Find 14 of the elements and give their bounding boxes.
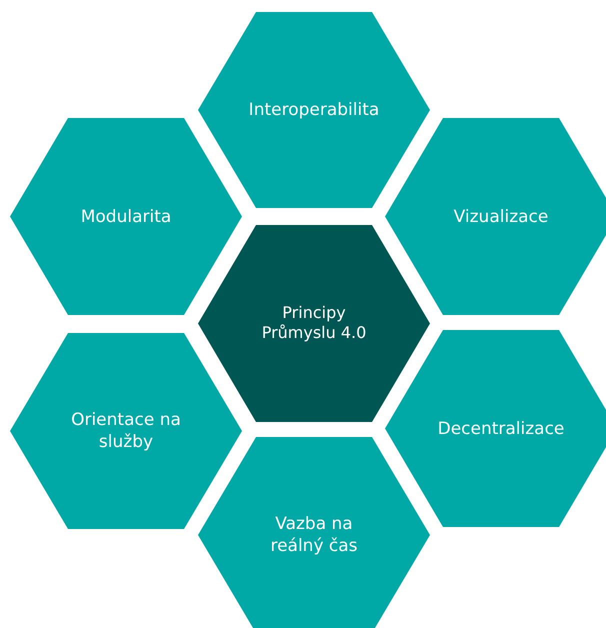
hexagon-tile — [385, 118, 606, 315]
hexagon-label: Modularita — [80, 205, 172, 228]
hexagon-tile — [198, 12, 430, 208]
hexagon-label: Vazba na reálný čas — [269, 512, 359, 558]
hexagon-label: Principy Průmyslu 4.0 — [260, 302, 368, 344]
hexagon-label: Orientace na služby — [70, 408, 182, 454]
hexagon-label: Decentralizace — [438, 417, 564, 440]
hexagon-label: Interoperabilita — [248, 98, 380, 122]
hexagon-tile — [198, 225, 430, 422]
hexagon-tile — [385, 330, 606, 527]
hexagon-tile — [10, 333, 242, 529]
hexagon-tile — [198, 437, 430, 628]
hexagon-tile — [10, 118, 242, 315]
hexagon-label: Vizualizace — [454, 205, 548, 228]
